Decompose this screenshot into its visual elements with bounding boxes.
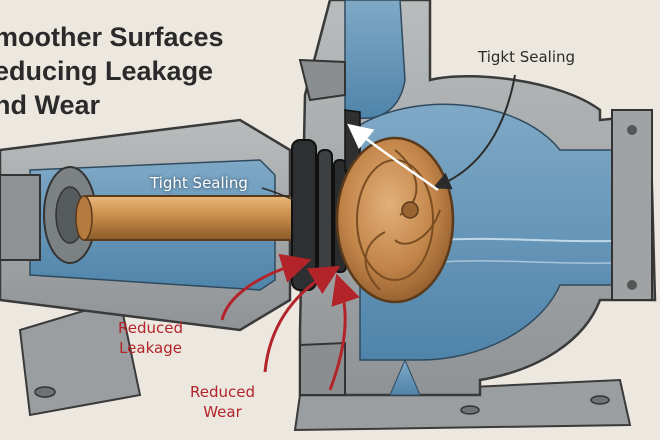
headline-line-3: nd Wear [0, 90, 101, 120]
headline-line-2: educing Leakage [0, 56, 214, 86]
tight-sealing-label-top: Tigkt Sealing [478, 48, 576, 66]
reduced-leakage-line-1: Reduced [118, 319, 184, 337]
headline-line-1: moother Surfaces [0, 22, 224, 52]
reduced-wear-arrow-2 [263, 265, 341, 373]
reduced-leakage-line-2: Leakage [119, 339, 182, 357]
reduced-wear-arrow [328, 273, 360, 391]
headline: moother Surfaces educing Leakage nd Wear [0, 20, 224, 122]
reduced-wear-label: Reduced Wear [190, 382, 255, 422]
impeller [335, 136, 455, 304]
reduced-wear-line-2: Wear [203, 403, 242, 421]
tight-sealing-arrow-top [432, 74, 516, 190]
tight-sealing-arrow-left [261, 187, 295, 201]
tight-sealing-label-left: Tight Sealing [150, 174, 248, 192]
reduced-wear-line-1: Reduced [190, 383, 256, 401]
reduced-leakage-label: Reduced Leakage [118, 318, 183, 358]
reduced-leakage-arrow [220, 253, 312, 321]
tight-sealing-arrow-white [347, 123, 439, 192]
